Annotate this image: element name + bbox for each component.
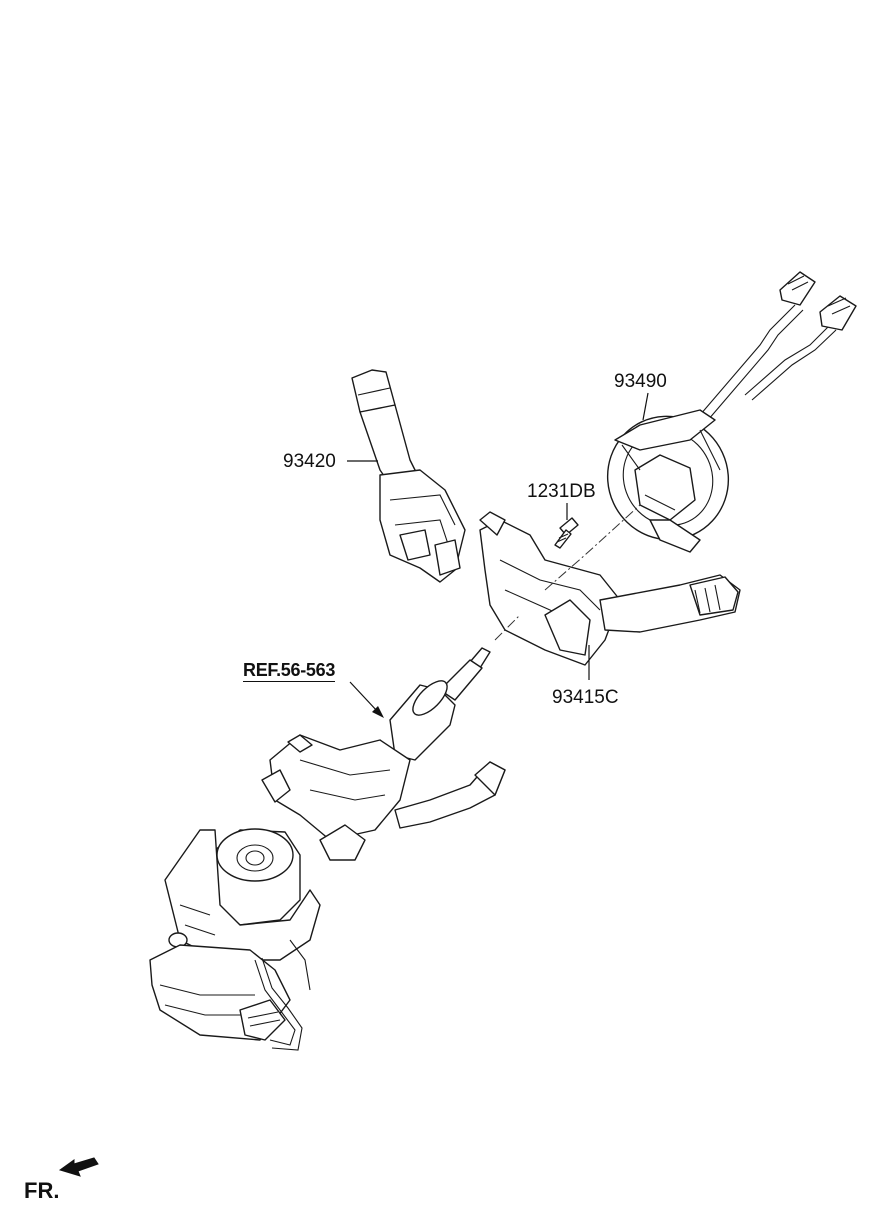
assembly-centerline — [494, 504, 641, 641]
callout-93490: 93490 — [614, 371, 667, 392]
switch-body-93415C — [479, 511, 741, 666]
callout-ref-56-563: REF.56-563 — [243, 660, 336, 682]
callout-93420: 93420 — [283, 451, 336, 472]
leader-93490 — [642, 392, 649, 421]
light-switch-93420 — [351, 369, 466, 583]
screw-1231DB — [554, 517, 579, 549]
callout-93415C: 93415C — [552, 687, 619, 708]
clock-spring-93490 — [606, 271, 857, 553]
steering-column-assembly — [149, 647, 506, 1051]
front-direction-label: FR. — [24, 1178, 60, 1203]
front-direction-arrow-icon — [58, 1157, 99, 1177]
callout-1231DB: 1231DB — [527, 481, 596, 502]
leader-ref — [349, 681, 384, 718]
